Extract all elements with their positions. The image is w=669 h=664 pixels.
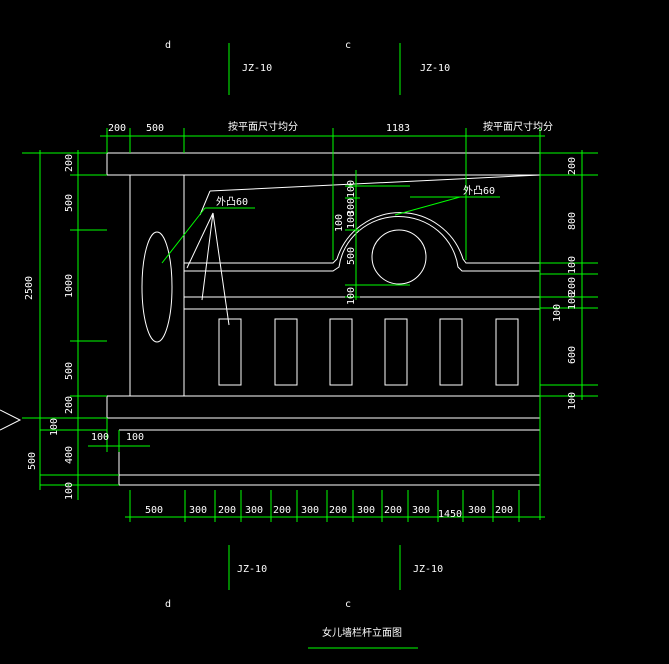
top-coping <box>106 152 541 176</box>
labels: d c JZ-10 JZ-10 d c JZ-10 JZ-10 外凸60 外凸6… <box>24 40 578 639</box>
dim-text: 500 <box>346 247 357 265</box>
dim-text: 200 <box>329 505 347 516</box>
dim-text: 300 <box>189 505 207 516</box>
dim-text: 100 <box>567 392 578 410</box>
callout: 外凸60 <box>216 196 248 208</box>
dim-text: 500 <box>145 505 163 516</box>
column-label: JZ-10 <box>237 564 267 575</box>
dim-text: 200 <box>64 154 75 172</box>
leader-line <box>209 174 541 192</box>
axis-label: d <box>165 40 171 51</box>
bottom-band <box>106 395 541 419</box>
dim-text: 300 <box>245 505 263 516</box>
railing-elevation <box>0 152 541 486</box>
dim-text: 200 <box>273 505 291 516</box>
fragment <box>0 409 22 431</box>
dim-text: 500 <box>64 194 75 212</box>
dim-text: 300 <box>346 198 357 216</box>
axis-label: c <box>345 40 351 51</box>
dim-text: 500 <box>27 452 38 470</box>
column-label: JZ-10 <box>242 63 272 74</box>
dim-text: 500 <box>64 362 75 380</box>
dim-text: 400 <box>64 446 75 464</box>
dim-text: 800 <box>567 212 578 230</box>
dim-text: 100 <box>91 432 109 443</box>
base-plinth <box>118 474 541 486</box>
leader-line <box>201 212 214 301</box>
baluster <box>218 318 242 386</box>
dim-text: 100 <box>64 482 75 500</box>
baluster <box>495 318 519 386</box>
dim-text: 600 <box>567 346 578 364</box>
dim-text: 100 <box>334 214 345 232</box>
axis-label: d <box>165 599 171 610</box>
dim-text: 1450 <box>438 509 462 520</box>
leader-line <box>212 212 230 326</box>
dim-text: 100 <box>49 418 60 436</box>
dim-text: 100 <box>346 211 357 229</box>
dim-text: 300 <box>357 505 375 516</box>
dim-text: 100 <box>346 287 357 305</box>
dim-text: 200 <box>218 505 236 516</box>
axis-label: c <box>345 599 351 610</box>
column-label: JZ-10 <box>420 63 450 74</box>
baluster <box>439 318 463 386</box>
dim-text: 500 <box>146 123 164 134</box>
dim-text: 100 <box>567 292 578 310</box>
arch-band-bottom <box>184 216 540 272</box>
dim-text: 100 <box>552 304 563 322</box>
dimensions <box>22 43 598 649</box>
drawing-title: 女儿墙栏杆立面图 <box>322 626 402 639</box>
callout: 外凸60 <box>463 185 495 197</box>
dim-text: 200 <box>64 396 75 414</box>
dim-text: 100 <box>126 432 144 443</box>
dim-text: 100 <box>346 180 357 198</box>
leader-line <box>199 190 211 216</box>
dim-text: 200 <box>567 277 578 295</box>
dim-text: 按平面尺寸均分 <box>228 120 298 133</box>
arch-circle <box>371 229 427 285</box>
oval-opening <box>141 231 173 343</box>
dim-text: 1183 <box>386 123 410 134</box>
dim-text: 300 <box>468 505 486 516</box>
dim-text: 300 <box>301 505 319 516</box>
baluster <box>384 318 408 386</box>
dim-text: 按平面尺寸均分 <box>483 120 553 133</box>
dim-text: 200 <box>495 505 513 516</box>
dim-text: 200 <box>108 123 126 134</box>
column-label: JZ-10 <box>413 564 443 575</box>
dim-text: 100 <box>567 256 578 274</box>
baluster <box>329 318 353 386</box>
dim-text: 300 <box>412 505 430 516</box>
leader-line <box>186 212 214 269</box>
dim-text: 1000 <box>64 274 75 298</box>
dim-text: 200 <box>567 157 578 175</box>
dim-text: 200 <box>384 505 402 516</box>
arch-band-top <box>184 212 540 264</box>
dim-text: 2500 <box>24 276 35 300</box>
baluster <box>274 318 298 386</box>
